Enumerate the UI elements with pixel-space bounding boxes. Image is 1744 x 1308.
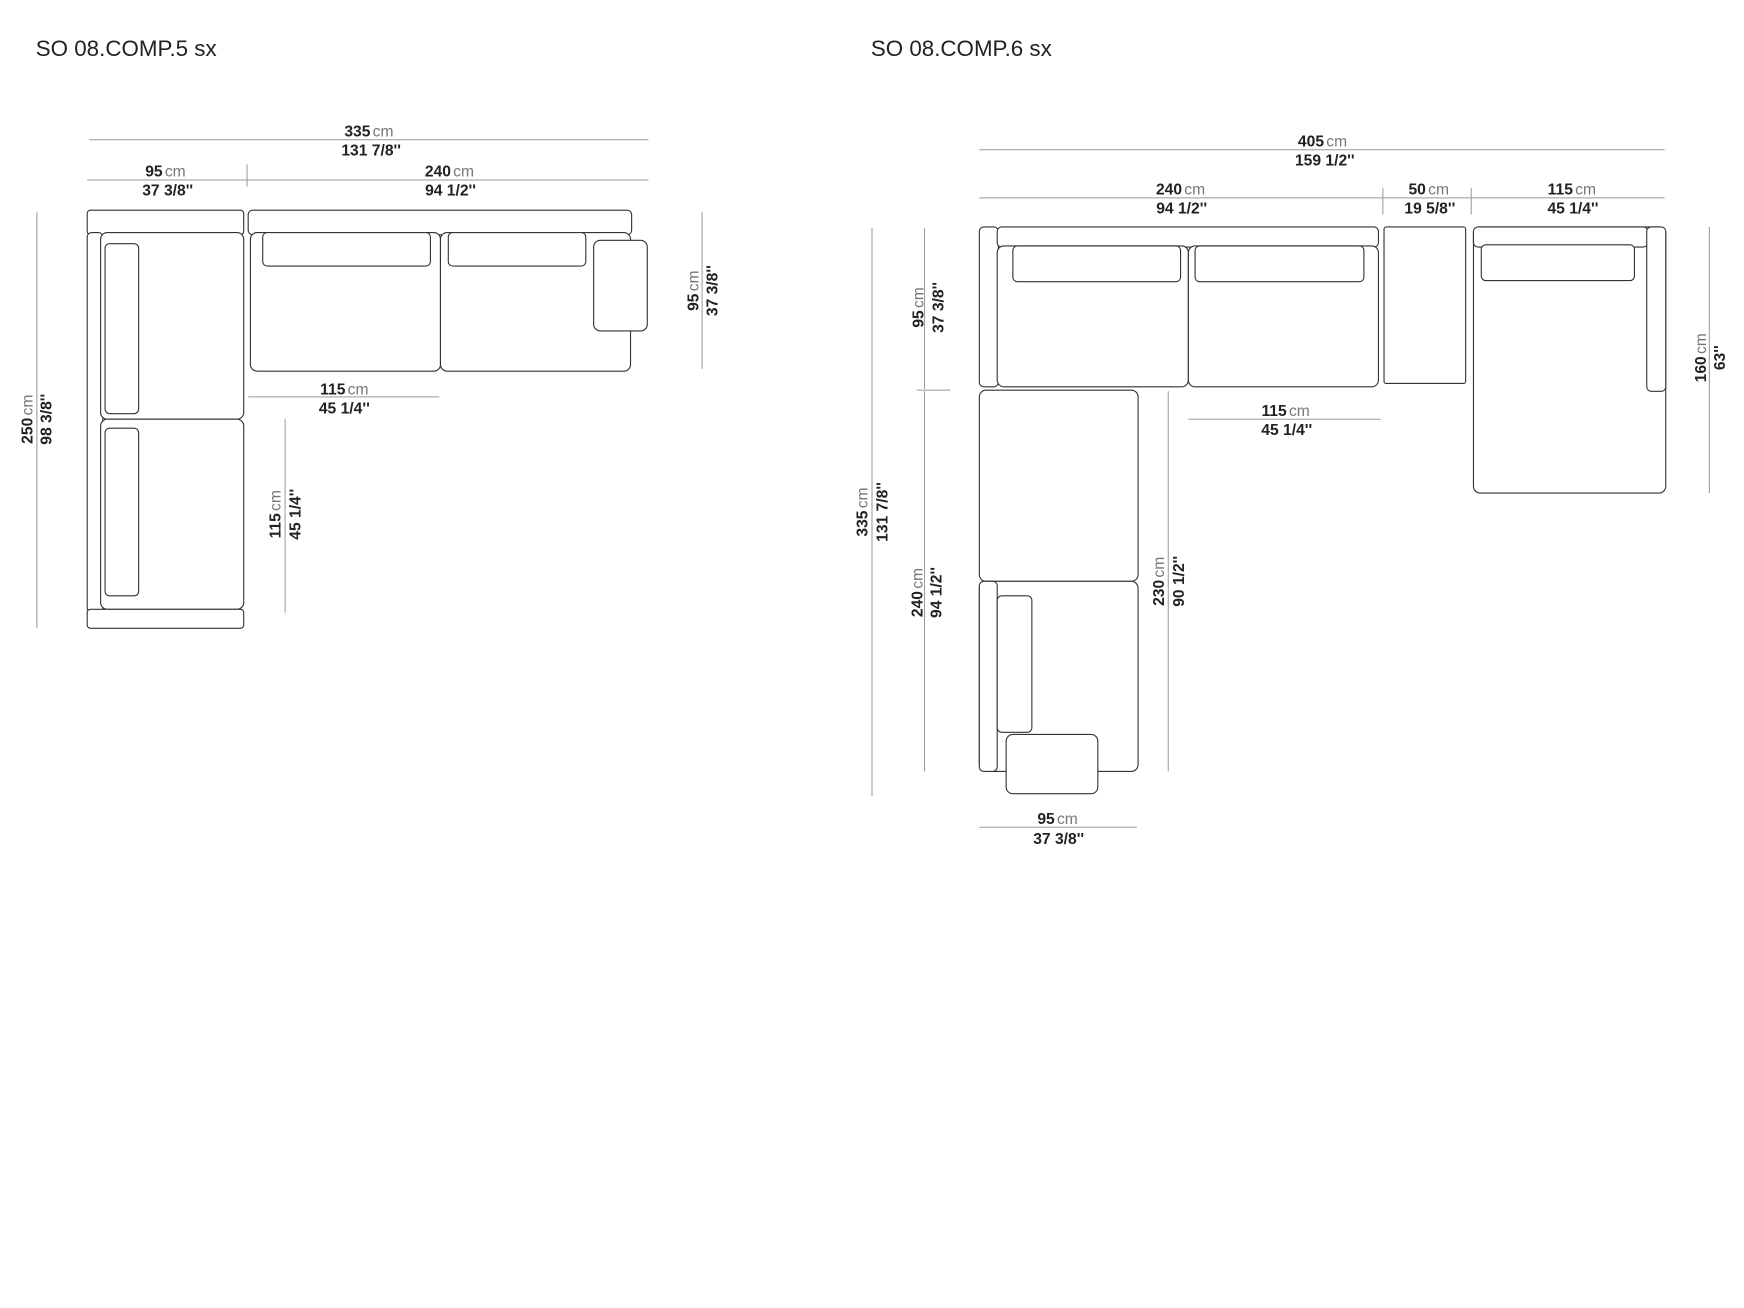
dimension-label: 95: [686, 293, 703, 311]
dimension-label: 240: [425, 164, 451, 181]
dimension-label: cm: [453, 164, 474, 181]
dimension-label: 45 1/4'': [319, 401, 370, 418]
dimension-label: 250cm: [19, 395, 36, 444]
dimension-label: 160: [1693, 356, 1710, 382]
dimension-label: 98 3/8'': [38, 394, 55, 445]
dimension-label: cm: [165, 164, 186, 181]
dimension-label: 230 cm: [1151, 557, 1168, 606]
top-cushion-1: [1012, 245, 1182, 283]
dimension-label: cm: [1151, 557, 1168, 578]
dimension-label: cm: [1289, 403, 1310, 420]
left-title: SO 08.COMP.5 sx: [36, 36, 217, 61]
dimension-label: cm: [1326, 133, 1347, 150]
chaise-back: [1472, 226, 1649, 248]
dimension-label: cm: [1184, 182, 1205, 199]
dimension-label: 90 1/2'': [1171, 556, 1188, 607]
dimension-label: 45 1/4'': [1261, 422, 1312, 439]
dimension-label: 240: [1156, 182, 1182, 199]
corner-cushion: [996, 595, 1033, 733]
left-sofa-plan: [86, 209, 648, 629]
dimension-label: 94 1/2'': [928, 567, 945, 618]
dimension-label: cm: [1057, 811, 1078, 828]
dimension-label: 95: [145, 164, 163, 181]
dimension-label: 240 cm: [909, 568, 926, 617]
dimension-label: 335 cm: [855, 487, 872, 536]
dimension-label: cm: [1575, 182, 1596, 199]
dimension-label: 94 1/2'': [425, 183, 476, 200]
dimension-label: 95 cm: [910, 287, 927, 328]
dimension-label: 230: [1151, 580, 1168, 606]
dimension-label: 95: [1037, 811, 1055, 828]
chaise-cushion: [1480, 244, 1635, 282]
right-title: SO 08.COMP.6 sx: [871, 36, 1052, 61]
dimension-label: cm: [909, 568, 926, 589]
dimension-label: 405: [1298, 133, 1324, 150]
dimension-label: 335: [344, 123, 370, 140]
top-left-arm: [978, 226, 999, 388]
dimension-label: cm: [1693, 333, 1710, 354]
top-cushion-2: [1194, 245, 1365, 283]
left-cushion-upper: [104, 243, 140, 415]
dimension-label: 160 cm: [1693, 333, 1710, 382]
dimension-label: 240: [909, 591, 926, 617]
dimension-label: cm: [348, 382, 369, 399]
dimension-label: 335: [855, 510, 872, 536]
dimension-label: 95 cm: [686, 270, 703, 311]
dimension-label: 115 cm: [268, 490, 285, 538]
left-cushion-lower: [104, 427, 140, 597]
dimension-label: cm: [910, 287, 927, 308]
left-top-arm: [86, 209, 245, 236]
dimension-label: cm: [855, 487, 872, 508]
top-cushion-2: [447, 231, 587, 267]
dimension-label: 37 3/8'': [931, 282, 948, 333]
top-back: [996, 226, 1379, 248]
side-table: [1383, 226, 1467, 385]
dimension-label: 37 3/8'': [142, 183, 193, 200]
dimension-label: 45 1/4'': [288, 489, 305, 540]
dimension-label: 37 3/8'': [705, 265, 722, 316]
chaise-arm: [1646, 226, 1667, 392]
dimension-label: 115: [320, 382, 346, 399]
left-bottom-arm: [86, 608, 245, 629]
dimension-label: 115: [1261, 403, 1287, 420]
dimension-label: 63'': [1712, 345, 1729, 370]
dimension-label: 131 7/8'': [341, 142, 401, 159]
dimension-label: 37 3/8'': [1033, 831, 1084, 848]
corner-seat-upper: [978, 389, 1139, 582]
dimension-label: 131 7/8'': [875, 482, 892, 542]
dimension-label: 19 5/8'': [1404, 201, 1455, 218]
dimension-label: 159 1/2'': [1295, 152, 1355, 169]
dimension-label: cm: [19, 395, 36, 416]
dimension-label: 50: [1408, 182, 1426, 199]
dimension-label: cm: [268, 490, 285, 511]
dimension-label: 94 1/2'': [1156, 201, 1207, 218]
arm-cushion: [593, 239, 648, 332]
top-back: [247, 209, 633, 236]
dimension-label: cm: [373, 123, 394, 140]
top-cushion-1: [262, 231, 431, 267]
dimension-label: 115: [1548, 182, 1574, 199]
corner-arm-cushion: [1005, 733, 1099, 795]
dimension-label: 250: [19, 417, 36, 443]
dimension-label: 95: [910, 310, 927, 328]
dimension-label: 45 1/4'': [1547, 201, 1598, 218]
dimension-label: cm: [686, 270, 703, 291]
dimension-label: 115: [268, 513, 285, 539]
corner-left-back: [978, 580, 998, 772]
right-sofa-plan: [978, 226, 1667, 795]
dimension-label: cm: [1428, 182, 1449, 199]
